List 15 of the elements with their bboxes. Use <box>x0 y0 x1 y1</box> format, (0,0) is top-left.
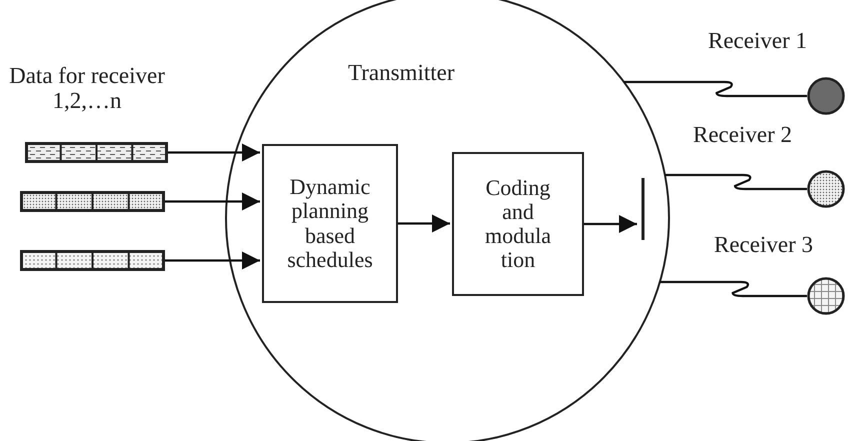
receiver-label: Receiver 1 <box>708 28 807 54</box>
circle-title: Transmitter <box>348 60 454 86</box>
link-line <box>660 280 807 298</box>
arrow <box>584 215 637 233</box>
arrow <box>165 192 260 210</box>
queue-caption: Data for receiver 1,2,…n <box>8 63 166 114</box>
arrow <box>398 214 450 232</box>
link-line <box>624 80 807 98</box>
arrow <box>165 252 260 270</box>
receiver-label: Receiver 3 <box>714 232 813 258</box>
box-text: Dynamic planning based schedules <box>286 175 374 272</box>
box-text: Coding and modula tion <box>484 176 552 272</box>
link-line <box>664 174 807 190</box>
receiver-label: Receiver 2 <box>693 122 792 148</box>
arrow <box>168 144 260 162</box>
